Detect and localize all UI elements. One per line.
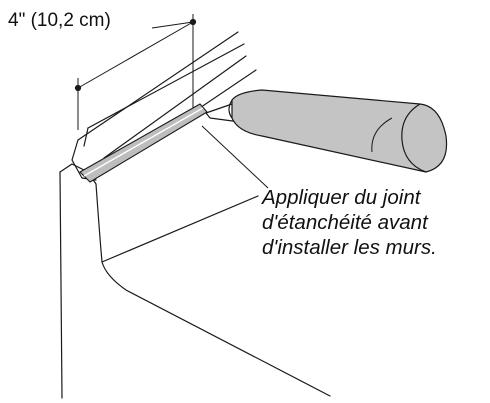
sealant-instruction: Appliquer du joint d'étanchéité avant d'… <box>262 185 488 260</box>
instruction-line-2: d'étanchéité avant <box>262 211 428 234</box>
dimension-label: 4" (10,2 cm) <box>8 10 111 31</box>
sealant-bead <box>79 103 208 183</box>
dimension-endpoint-left <box>74 84 82 92</box>
dimension-endpoint-right <box>189 18 197 26</box>
dimension-leader <box>151 21 194 29</box>
instruction-line-3: d'installer les murs. <box>262 236 437 259</box>
callout-leader-line <box>201 125 269 189</box>
instruction-line-1: Appliquer du joint <box>262 186 421 209</box>
caulking-tube <box>205 89 448 173</box>
caulking-tube-body <box>231 89 448 173</box>
dimension-line <box>77 21 194 89</box>
